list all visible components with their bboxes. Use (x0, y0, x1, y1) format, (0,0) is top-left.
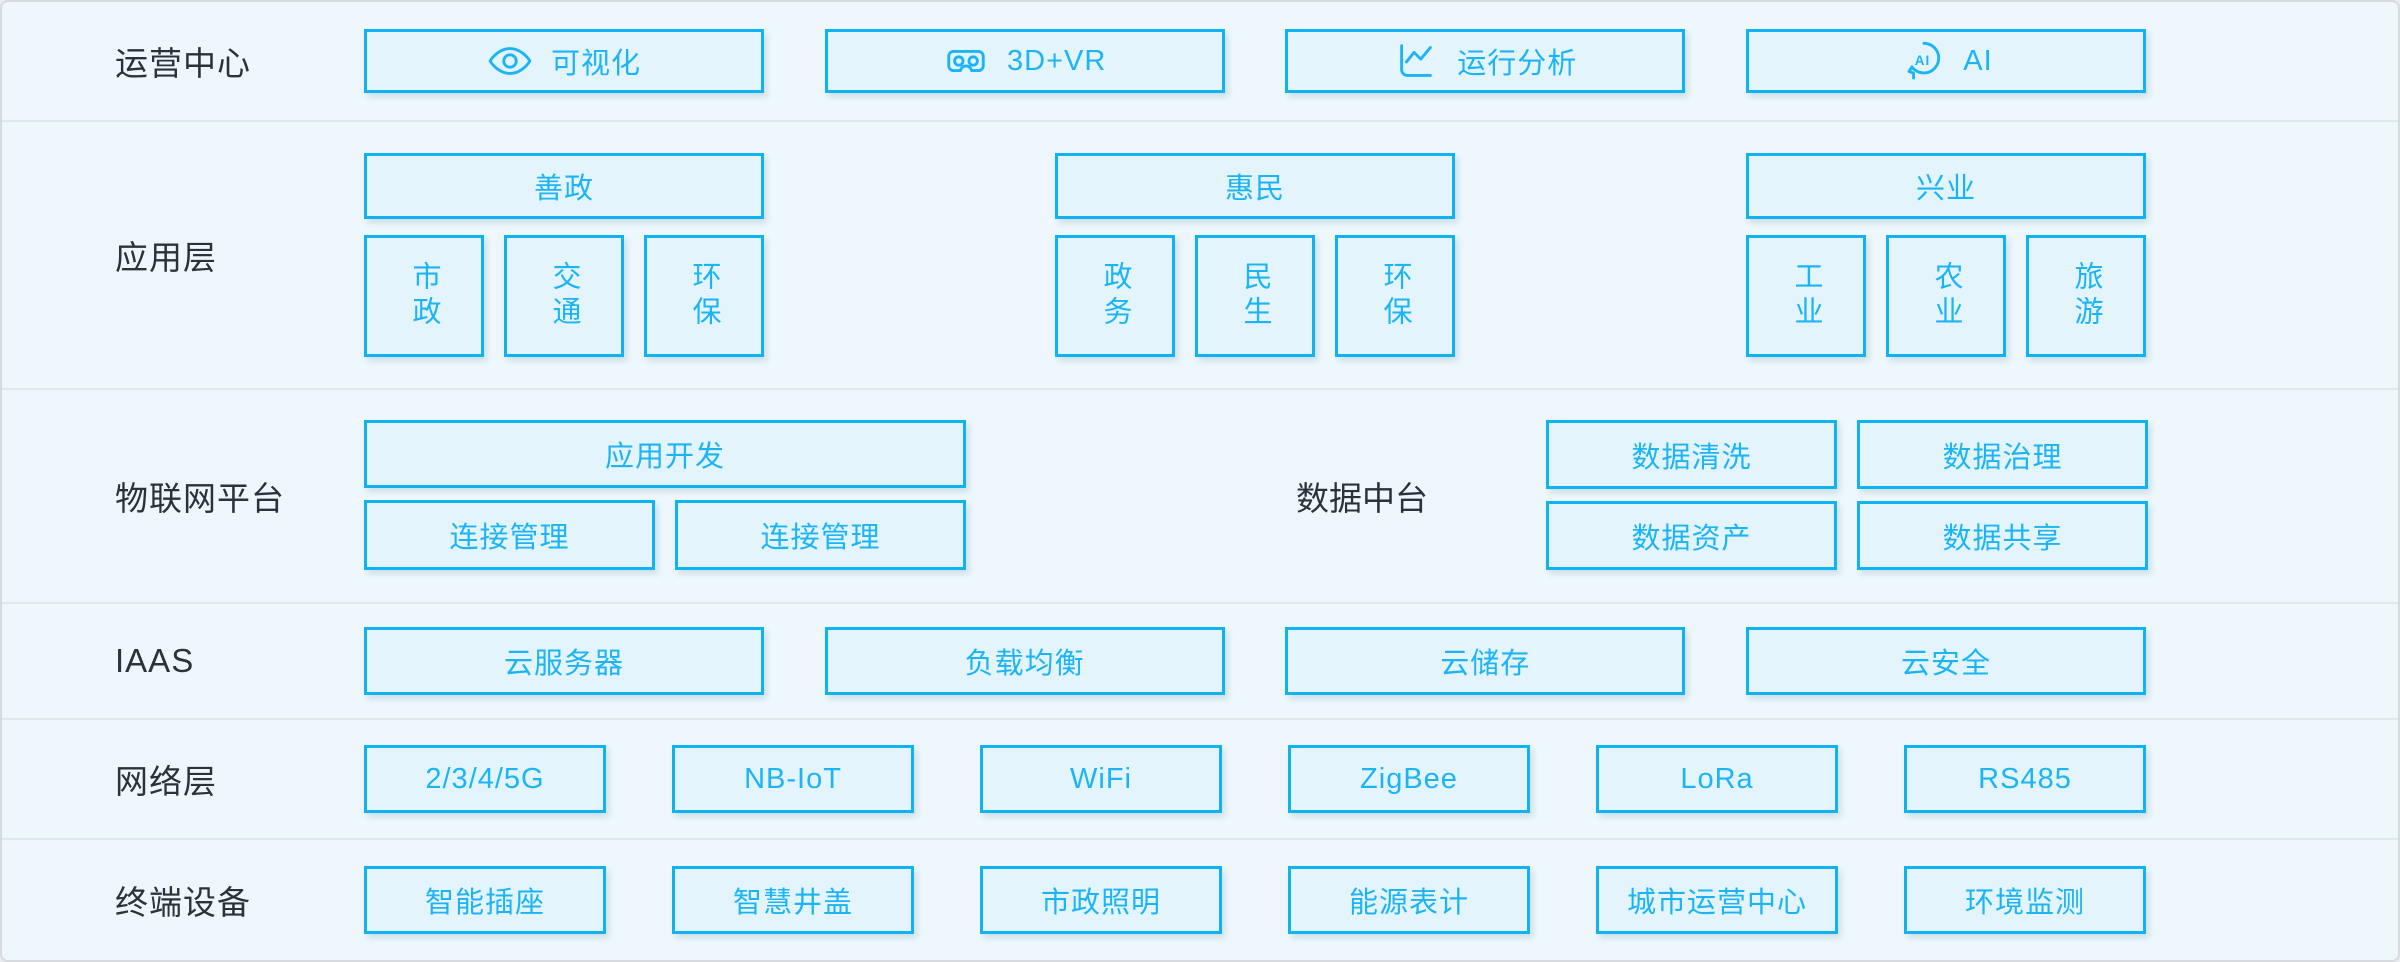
data-center-row: 数据资产 数据共享 (1546, 501, 2148, 570)
module-energy-meter: 能源表计 (1288, 866, 1530, 934)
module-data-governance: 数据治理 (1857, 420, 2148, 489)
row-application-layer: 应用层 善政 市政 交通 环保 惠民 政务 民生 环保 兴业 (2, 122, 2398, 388)
application-groups: 善政 市政 交通 环保 惠民 政务 民生 环保 兴业 工业 (364, 122, 2146, 388)
sub-module-label: 农业 (1930, 261, 1962, 331)
sub-module: 农业 (1886, 235, 2006, 357)
sub-module-label: 交通 (548, 261, 580, 331)
module-run-analysis: 运行分析 (1285, 29, 1686, 93)
connection-boxes: 连接管理 连接管理 (364, 500, 966, 570)
group-good-governance: 善政 市政 交通 环保 (364, 153, 764, 357)
row-divider (2, 388, 2398, 390)
sub-module: 民生 (1195, 235, 1315, 357)
module-label: 运行分析 (1457, 48, 1578, 80)
module-cloud-security: 云安全 (1745, 627, 2146, 695)
row-divider (2, 602, 2398, 604)
module-data-assets: 数据资产 (1546, 501, 1837, 570)
vr-goggles-icon (947, 49, 985, 73)
row-label-application-layer: 应用层 (115, 239, 217, 276)
row-iaas: IAAS 云服务器 负载均衡 云储存 云安全 (2, 604, 2398, 718)
sub-module-label: 工业 (1790, 261, 1822, 331)
module-cloud-storage: 云储存 (1285, 627, 1686, 695)
iaas-boxes: 云服务器 负载均衡 云储存 云安全 (364, 604, 2146, 718)
row-label-operations-center: 运营中心 (115, 45, 251, 82)
module-connection-management: 连接管理 (364, 500, 655, 570)
ai-head-icon: AI (1907, 41, 1941, 80)
row-iot-platform: 物联网平台 应用开发 连接管理 连接管理 数据中台 数据清洗 数据治理 数据资产… (2, 390, 2398, 602)
row-divider (2, 120, 2398, 122)
module-environment-monitoring: 环境监测 (1904, 866, 2146, 934)
module-zigbee: ZigBee (1288, 745, 1530, 813)
module-visualization: 可视化 (364, 29, 764, 93)
row-operations-center: 运营中心 可视化 3D+VR (2, 2, 2398, 120)
module-connection-management: 连接管理 (675, 500, 966, 570)
group-sub-boxes: 工业 农业 旅游 (1746, 235, 2146, 357)
group-header: 惠民 (1055, 153, 1455, 219)
data-center-boxes: 数据清洗 数据治理 数据资产 数据共享 (1546, 420, 2148, 570)
group-header: 善政 (364, 153, 764, 219)
module-cloud-server: 云服务器 (364, 627, 764, 695)
sub-module: 环保 (1335, 235, 1455, 357)
row-terminal-devices: 终端设备 智能插座 智慧井盖 市政照明 能源表计 城市运营中心 环境监测 (2, 840, 2398, 960)
device-boxes: 智能插座 智慧井盖 市政照明 能源表计 城市运营中心 环境监测 (364, 840, 2146, 960)
sub-module: 旅游 (2026, 235, 2146, 357)
module-city-operation-center: 城市运营中心 (1596, 866, 1838, 934)
module-cellular: 2/3/4/5G (364, 745, 606, 813)
group-sub-boxes: 市政 交通 环保 (364, 235, 764, 357)
module-load-balancing: 负载均衡 (824, 627, 1225, 695)
row-label-network-layer: 网络层 (115, 763, 217, 800)
data-center-label: 数据中台 (1296, 480, 1428, 517)
module-municipal-lighting: 市政照明 (980, 866, 1222, 934)
sub-module-label: 旅游 (2070, 261, 2102, 331)
row-label-iot-platform: 物联网平台 (115, 480, 285, 517)
module-smart-socket: 智能插座 (364, 866, 606, 934)
module-data-sharing: 数据共享 (1857, 501, 2148, 570)
module-rs485: RS485 (1904, 745, 2146, 813)
row-label-iaas: IAAS (115, 642, 195, 679)
module-ai: AI AI (1745, 29, 2146, 93)
svg-text:AI: AI (1915, 53, 1930, 68)
eye-icon (488, 47, 532, 75)
module-3d-vr: 3D+VR (824, 29, 1225, 93)
sub-module: 政务 (1055, 235, 1175, 357)
sub-module-label: 民生 (1239, 261, 1271, 331)
row-divider (2, 718, 2398, 720)
module-smart-manhole-cover: 智慧井盖 (672, 866, 914, 934)
module-label: 可视化 (550, 48, 641, 80)
group-industry-growth: 兴业 工业 农业 旅游 (1746, 153, 2146, 357)
module-wifi: WiFi (980, 745, 1222, 813)
sub-module-label: 环保 (688, 261, 720, 331)
sub-module: 市政 (364, 235, 484, 357)
module-label: 3D+VR (1007, 44, 1107, 77)
iot-platform-boxes: 应用开发 连接管理 连接管理 (364, 420, 966, 570)
module-app-development: 应用开发 (364, 420, 966, 488)
data-center-row: 数据清洗 数据治理 (1546, 420, 2148, 489)
row-network-layer: 网络层 2/3/4/5G NB-IoT WiFi ZigBee LoRa RS4… (2, 720, 2398, 838)
group-header: 兴业 (1746, 153, 2146, 219)
module-nb-iot: NB-IoT (672, 745, 914, 813)
row-divider (2, 838, 2398, 840)
sub-module: 交通 (504, 235, 624, 357)
module-label: AI (1963, 44, 1993, 77)
row-label-terminal-devices: 终端设备 (115, 884, 251, 921)
group-benefit-people: 惠民 政务 民生 环保 (1055, 153, 1455, 357)
sub-module: 环保 (644, 235, 764, 357)
network-boxes: 2/3/4/5G NB-IoT WiFi ZigBee LoRa RS485 (364, 720, 2146, 838)
sub-module-label: 环保 (1379, 261, 1411, 331)
sub-module-label: 市政 (408, 261, 440, 331)
sub-module: 工业 (1746, 235, 1866, 357)
line-chart-icon (1400, 44, 1433, 77)
operations-boxes: 可视化 3D+VR 运行分析 AI (364, 2, 2146, 120)
sub-module-label: 政务 (1099, 261, 1131, 331)
module-lora: LoRa (1596, 745, 1838, 813)
module-data-cleaning: 数据清洗 (1546, 420, 1837, 489)
group-sub-boxes: 政务 民生 环保 (1055, 235, 1455, 357)
